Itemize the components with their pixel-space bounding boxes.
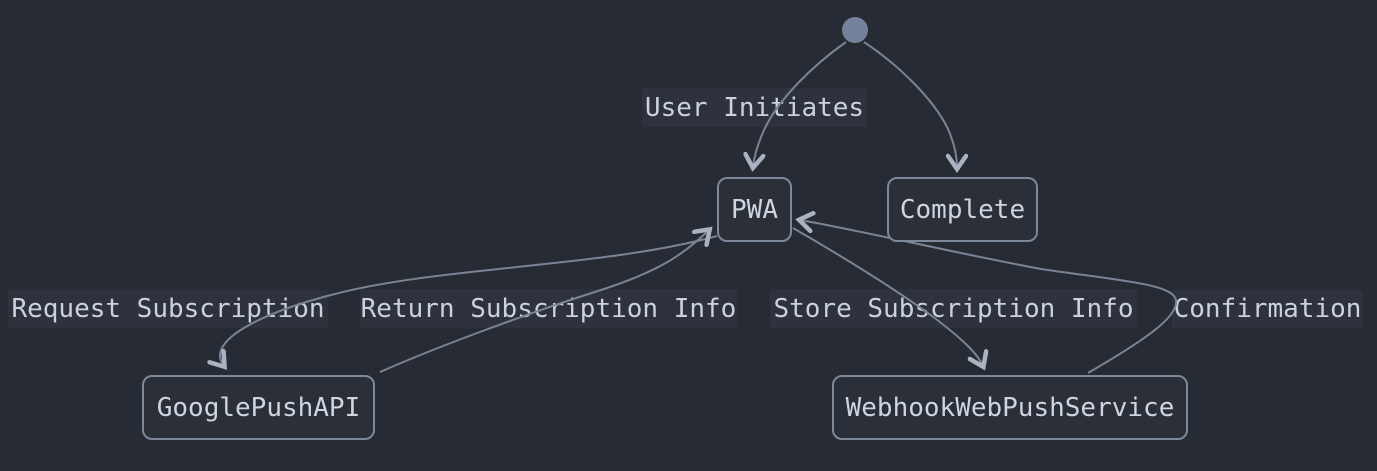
initial-state-dot <box>842 17 868 43</box>
edge-label-confirmation: Confirmation <box>1172 290 1363 328</box>
edge-label-store-subscription-info: Store Subscription Info <box>770 289 1137 328</box>
edge-label-request-subscription: Request Subscription <box>8 290 328 328</box>
edge-label-return-subscription-info: Return Subscription Info <box>360 289 737 328</box>
edge-init-to-complete <box>863 41 957 168</box>
state-node-complete: Complete <box>887 177 1038 242</box>
edge-label-user-initiates: User Initiates <box>642 88 867 127</box>
state-node-googlepushapi: GooglePushAPI <box>142 375 375 440</box>
state-node-webhookwebpushservice: WebhookWebPushService <box>832 375 1188 440</box>
state-node-pwa: PWA <box>717 177 792 242</box>
